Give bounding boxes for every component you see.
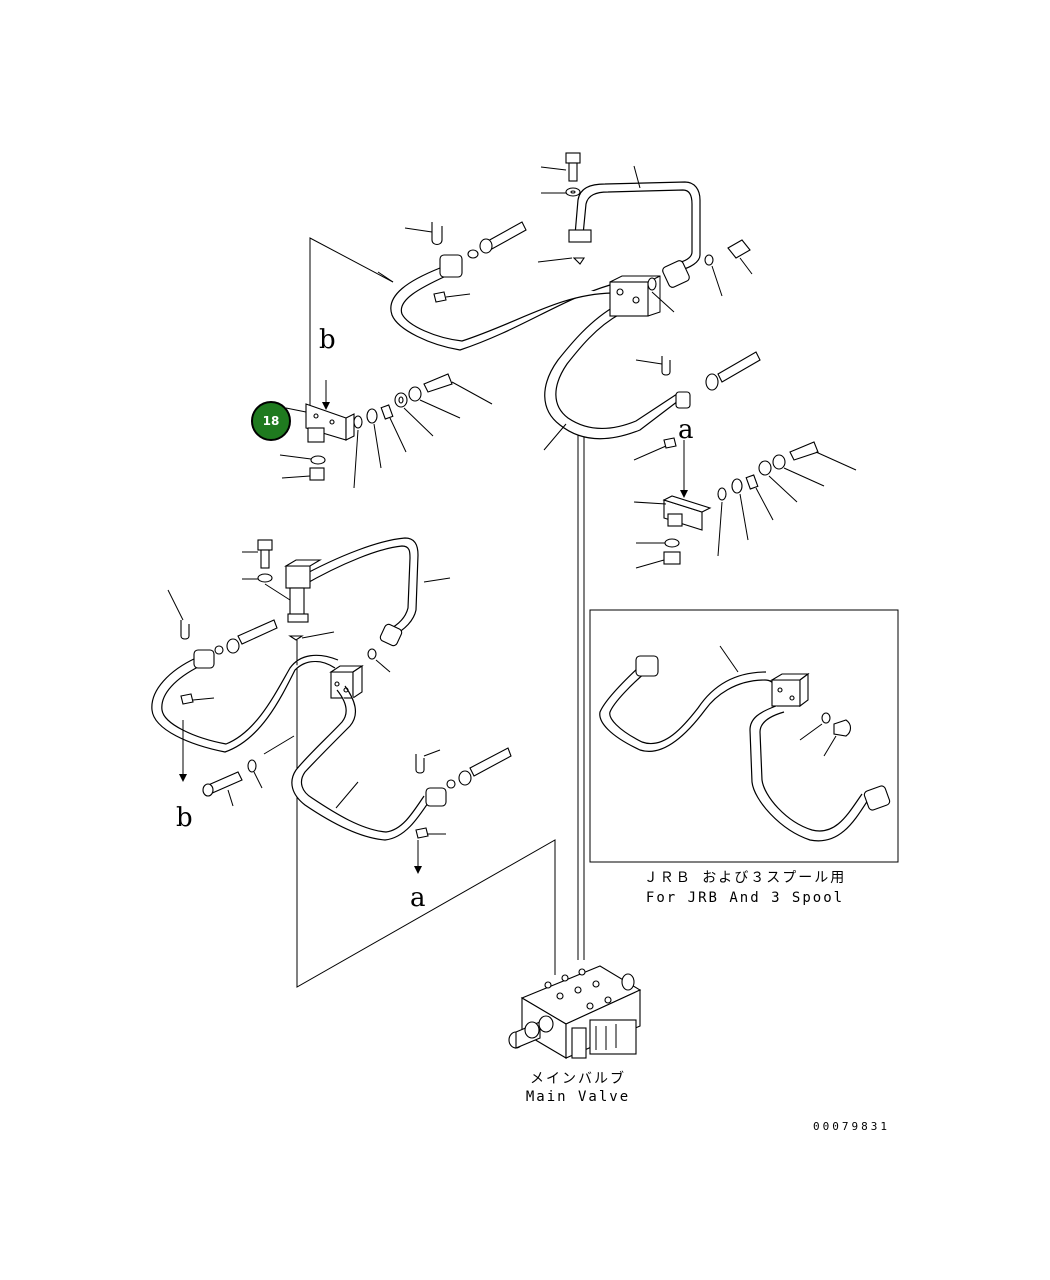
lower-left-s-pipe	[151, 654, 339, 753]
upper-left-fittings	[404, 221, 527, 303]
right-bracket-assembly	[633, 351, 857, 569]
top-bolt	[537, 152, 592, 265]
lower-loop-pipe	[297, 537, 419, 637]
inset-frame	[589, 609, 899, 863]
lower-down-fittings	[202, 735, 512, 874]
assembly-frame-lines	[296, 237, 585, 988]
lower-down-pipe	[291, 685, 431, 841]
lower-vertical-block	[284, 559, 335, 641]
inset-label-jp: ＪＲＢ および３スプール用	[644, 870, 846, 886]
main-valve-drawing[interactable]	[508, 965, 642, 1059]
view-letter-a-right: a	[678, 415, 694, 445]
middle-s-pipe	[544, 304, 683, 440]
inset-label-en: For JRB And 3 Spool	[646, 890, 844, 906]
upper-right-pipe	[574, 181, 701, 271]
view-letter-b-top: b	[319, 325, 336, 355]
upper-right-fittings	[647, 239, 753, 313]
leader-line	[543, 423, 567, 451]
upper-left-pipe	[390, 267, 613, 351]
drawing-code: 00079831	[813, 1120, 890, 1133]
main-valve-label-en: Main Valve	[526, 1089, 630, 1105]
lower-bolt	[242, 539, 291, 601]
left-bracket-assembly	[279, 373, 493, 489]
lower-left-fittings	[167, 577, 451, 782]
inset-jrb-3-spool	[589, 609, 899, 863]
view-letter-a-bottom: a	[410, 883, 426, 913]
main-valve-label-jp: メインバルブ	[530, 1070, 626, 1087]
view-letter-b-bottom: b	[176, 803, 193, 833]
callout-18[interactable]: 18	[251, 401, 307, 441]
leader-line	[377, 271, 394, 283]
leader-line	[633, 165, 641, 189]
callout-18-number: 18	[263, 414, 280, 428]
